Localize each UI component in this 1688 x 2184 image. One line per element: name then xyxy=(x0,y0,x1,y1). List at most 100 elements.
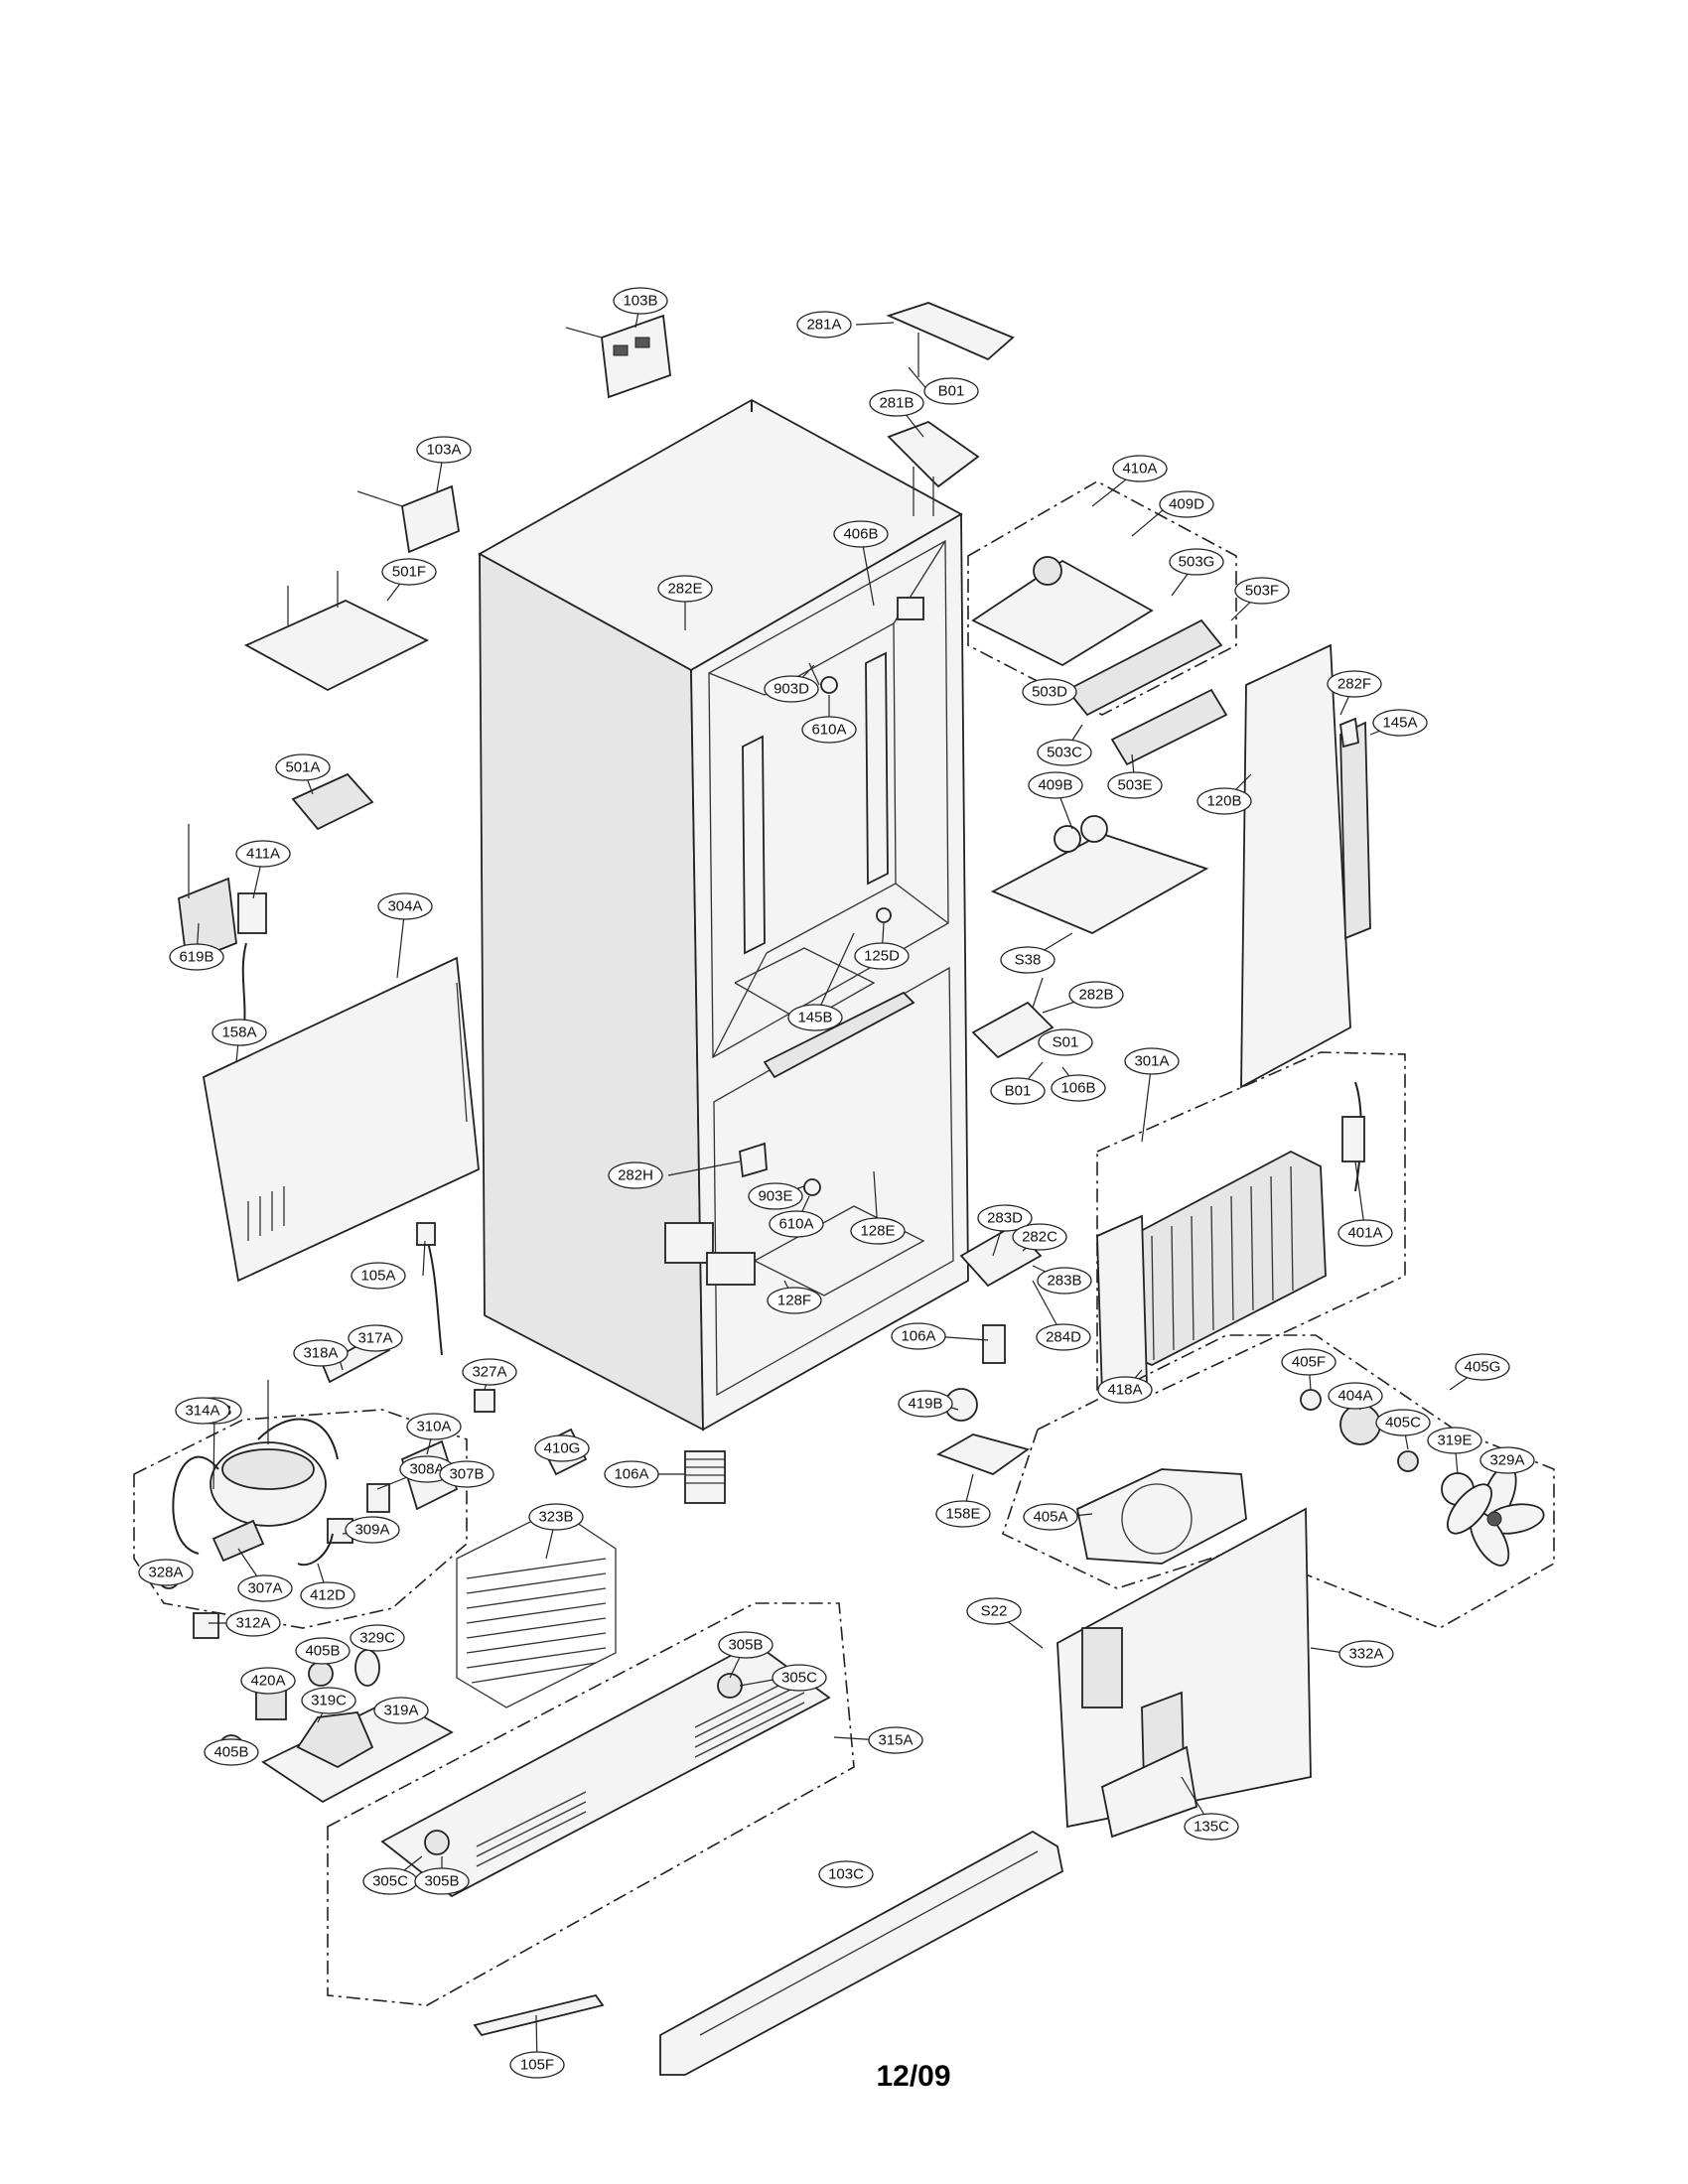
callout-bubble xyxy=(923,377,979,405)
callout-bubble xyxy=(1159,490,1214,518)
callout-bubble xyxy=(1372,709,1428,737)
callout-bubble xyxy=(237,1574,293,1602)
callout-125d: 125D xyxy=(854,942,910,970)
callout-bubble xyxy=(769,1210,824,1238)
callout-bubble xyxy=(1196,787,1252,815)
callout-bubble xyxy=(1068,981,1124,1009)
callout-503f: 503F xyxy=(1234,577,1290,605)
top-right-parts xyxy=(886,302,1371,1089)
callout-619b: 619B xyxy=(169,943,224,971)
callout-bubble xyxy=(1281,1348,1336,1376)
callout-label: 106B xyxy=(1060,1080,1095,1097)
callout-bubble xyxy=(787,1004,843,1031)
callout-106a: 106A xyxy=(891,1322,946,1350)
callout-label: 503E xyxy=(1117,777,1152,794)
part-callouts: 103B281AB01281B103A410A409D406B282E503G5… xyxy=(138,287,1535,2079)
callout-label: 283B xyxy=(1047,1273,1081,1290)
callout-bubble xyxy=(534,1434,590,1462)
callout-145a: 145A xyxy=(1372,709,1428,737)
callout-319a: 319A xyxy=(373,1697,429,1724)
callout-label: 105F xyxy=(520,2057,554,2074)
callout-405b: 405B xyxy=(295,1637,351,1665)
callout-label: 106A xyxy=(614,1466,648,1483)
callout-label: 503F xyxy=(1245,583,1279,600)
callout-label: B01 xyxy=(1005,1083,1032,1100)
callout-label: 405F xyxy=(1292,1354,1326,1371)
callout-501f: 501F xyxy=(381,558,437,586)
callout-bubble xyxy=(275,753,331,781)
callout-bubble xyxy=(772,1664,827,1692)
callout-label: 405A xyxy=(1033,1509,1067,1526)
callout-105f: 105F xyxy=(509,2051,565,2079)
callout-412d: 412D xyxy=(300,1581,355,1609)
callout-bubble xyxy=(1028,771,1083,799)
callout-282f: 282F xyxy=(1327,670,1382,698)
callout-bubble xyxy=(898,1390,953,1418)
callout-305b: 305B xyxy=(414,1867,470,1895)
callout-420a: 420A xyxy=(240,1667,296,1695)
callout-bubble xyxy=(204,1738,259,1766)
callout-bubble xyxy=(608,1161,663,1189)
callout-bubble xyxy=(850,1217,906,1245)
callout-label: 323B xyxy=(538,1509,573,1526)
callout-bubble xyxy=(767,1287,822,1314)
callout-label: 120B xyxy=(1206,793,1241,810)
callout-329a: 329A xyxy=(1479,1446,1535,1474)
callout-bubble xyxy=(718,1631,774,1659)
callout-401a: 401A xyxy=(1337,1219,1393,1247)
callout-label: 106A xyxy=(901,1328,935,1345)
callout-label: 307B xyxy=(449,1466,484,1483)
callout-label: 317A xyxy=(357,1330,392,1347)
callout-label: 281A xyxy=(806,317,841,334)
callout-label: 158A xyxy=(221,1024,256,1041)
callout-903e: 903E xyxy=(748,1182,803,1210)
callout-label: 283D xyxy=(987,1210,1023,1227)
callout-label: 305B xyxy=(728,1637,763,1654)
callout-bubble xyxy=(1038,1028,1093,1056)
callout-bubble xyxy=(169,943,224,971)
callout-bubble xyxy=(869,389,924,417)
callout-405c: 405C xyxy=(1375,1409,1431,1436)
callout-label: 305C xyxy=(781,1670,817,1687)
callout-304a: 304A xyxy=(377,892,433,920)
callout-bubble xyxy=(1022,678,1077,706)
callout-bubble xyxy=(345,1516,400,1544)
callout-label: 420A xyxy=(250,1673,285,1690)
callout-282b: 282B xyxy=(1068,981,1124,1009)
callout-label: 309A xyxy=(354,1522,389,1539)
callout-bubble xyxy=(138,1559,194,1586)
callout-label: 619B xyxy=(179,949,213,966)
callout-bubble xyxy=(1328,1382,1383,1410)
callout-410a: 410A xyxy=(1112,455,1168,482)
callout-b01: B01 xyxy=(923,377,979,405)
callout-bubble xyxy=(796,311,852,339)
callout-label: 128E xyxy=(860,1223,895,1240)
callout-106b: 106B xyxy=(1051,1074,1106,1102)
callout-503e: 503E xyxy=(1107,771,1163,799)
callout-314a: 314A xyxy=(175,1397,230,1425)
callout-bubble xyxy=(1234,577,1290,605)
callout-bubble xyxy=(891,1322,946,1350)
callout-label: 405C xyxy=(1385,1415,1421,1432)
callout-282c: 282C xyxy=(1012,1223,1067,1251)
page-number: 12/09 xyxy=(876,2060,951,2093)
callout-bubble xyxy=(225,1609,281,1637)
callout-309a: 309A xyxy=(345,1516,400,1544)
callout-label: B01 xyxy=(938,383,965,400)
callout-label: 406B xyxy=(843,526,878,543)
callout-bubble xyxy=(801,716,857,744)
callout-label: 418A xyxy=(1107,1382,1142,1399)
callout-label: 282E xyxy=(667,581,702,598)
callout-bubble xyxy=(1124,1047,1180,1075)
callout-label: 903D xyxy=(774,681,809,698)
callout-bubble xyxy=(1427,1427,1482,1454)
callout-label: 282F xyxy=(1337,676,1371,693)
callout-284d: 284D xyxy=(1036,1323,1091,1351)
callout-103c: 103C xyxy=(818,1860,874,1888)
callout-bubble xyxy=(833,520,889,548)
fan-blade xyxy=(1447,1464,1545,1567)
callout-label: 610A xyxy=(778,1216,813,1233)
callout-bubble xyxy=(854,942,910,970)
callout-305c: 305C xyxy=(362,1867,418,1895)
